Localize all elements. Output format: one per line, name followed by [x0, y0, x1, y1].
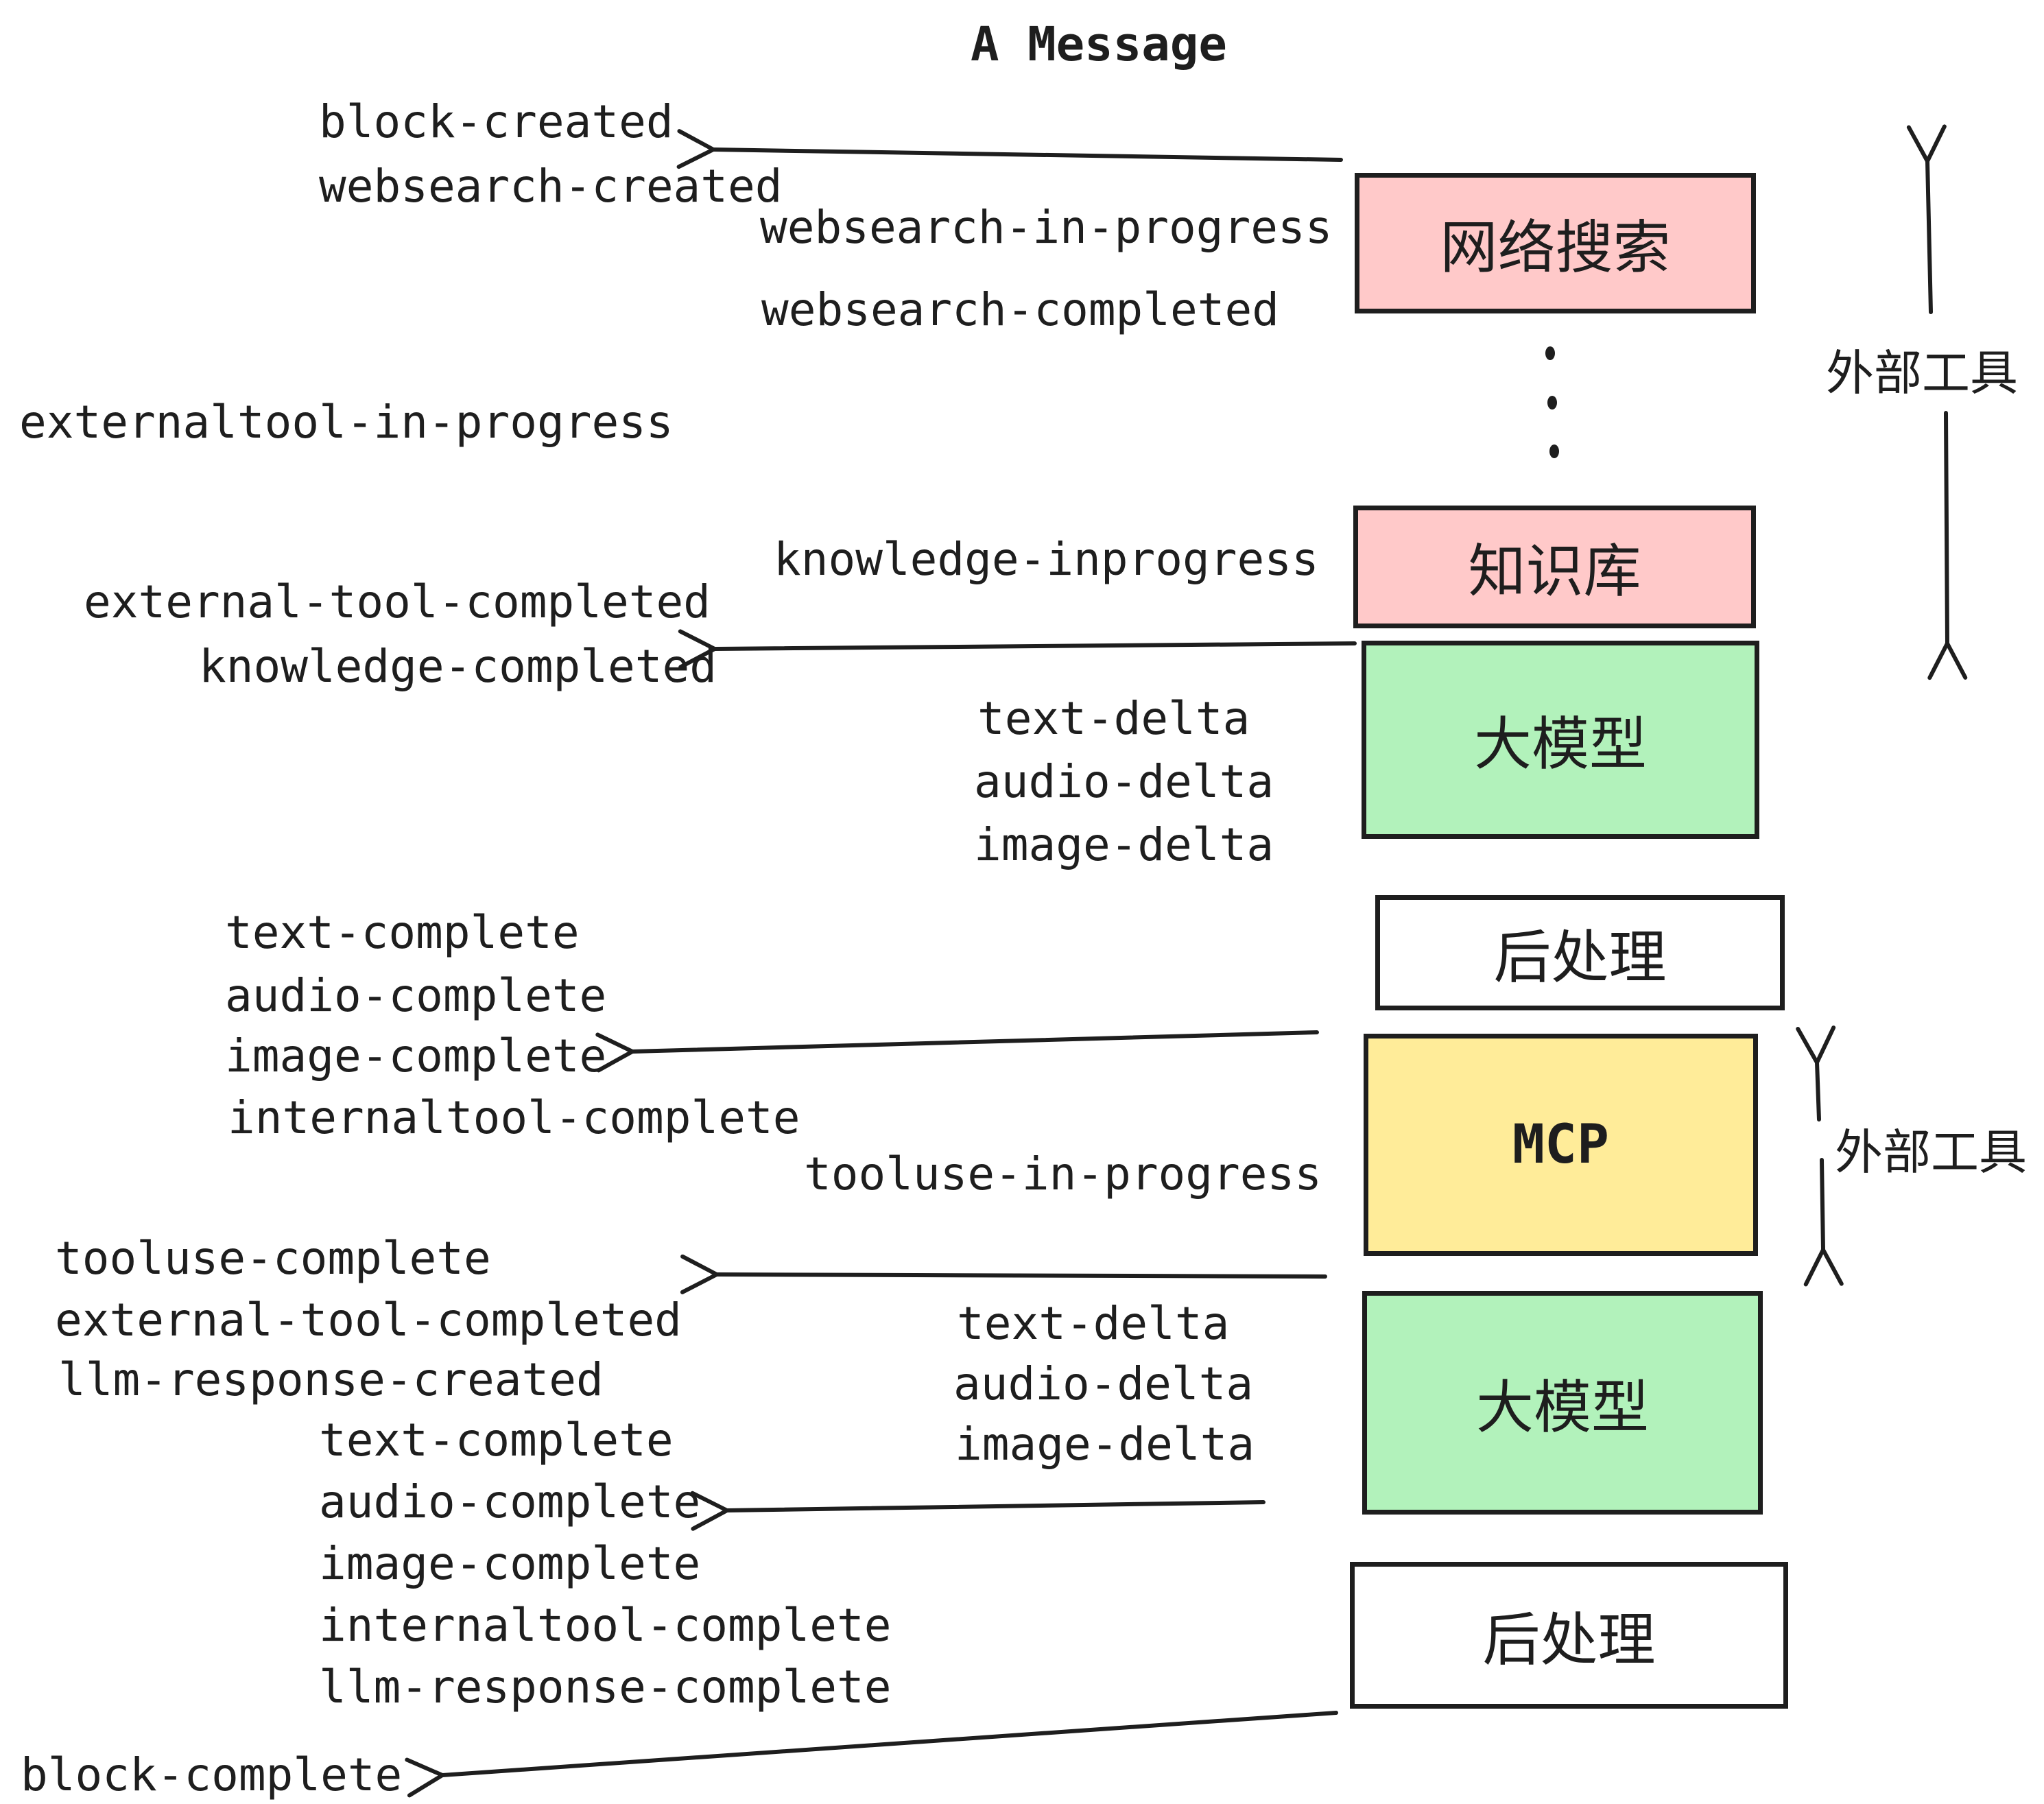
label-image-complete-2: image-complete [319, 1537, 701, 1590]
label-audio-complete-2: audio-complete [319, 1475, 701, 1528]
box-mcp-label: MCP [1512, 1114, 1609, 1176]
arrow-external-tools-bottom-up [1796, 1025, 1836, 1121]
label-text-delta-1: text-delta [977, 692, 1250, 745]
label-internaltool-complete-1: internaltool-complete [228, 1091, 800, 1144]
box-knowledge: 知识库 [1353, 506, 1756, 628]
box-postprocess-1: 后处理 [1375, 895, 1785, 1010]
arrow-to-block-complete [405, 1711, 1338, 1798]
ellipsis-dot [1547, 396, 1557, 410]
label-knowledge-completed: knowledge-completed [199, 640, 717, 693]
box-llm-1-label: 大模型 [1473, 711, 1647, 778]
arrow-external-tools-top-down [1927, 411, 1968, 680]
label-image-complete-1: image-complete [225, 1030, 607, 1082]
arrow-to-audio-complete [690, 1491, 1265, 1531]
label-block-complete: block-complete [21, 1748, 403, 1801]
label-websearch-completed: websearch-completed [761, 283, 1279, 336]
arrow-external-tools-top-up [1906, 124, 1947, 314]
label-knowledge-inprogress: knowledge-inprogress [774, 533, 1319, 586]
label-audio-complete-1: audio-complete [225, 969, 607, 1022]
box-llm-1: 大模型 [1362, 641, 1759, 839]
label-external-tools-bottom: 外部工具 [1835, 1124, 2027, 1180]
label-websearch-in-progress: websearch-in-progress [760, 201, 1333, 254]
label-tooluse-in-progress: tooluse-in-progress [804, 1148, 1322, 1200]
label-tooluse-complete: tooluse-complete [55, 1232, 491, 1285]
arrow-to-image-complete [595, 1030, 1319, 1073]
box-websearch-label: 网络搜索 [1440, 214, 1671, 281]
label-image-delta-1: image-delta [974, 818, 1274, 871]
arrow-external-tools-bottom-down [1803, 1158, 1844, 1287]
label-image-delta-2: image-delta [955, 1418, 1255, 1471]
label-audio-delta-2: audio-delta [953, 1357, 1254, 1410]
label-text-delta-2: text-delta [957, 1297, 1230, 1350]
label-internaltool-complete-2: internaltool-complete [319, 1599, 892, 1652]
box-websearch: 网络搜索 [1355, 173, 1756, 313]
ellipsis-dot [1549, 444, 1559, 458]
label-text-complete-2: text-complete [319, 1414, 674, 1467]
label-block-created: block-created [319, 95, 674, 148]
label-external-tool-completed-1: external-tool-completed [84, 575, 711, 628]
box-knowledge-label: 知识库 [1468, 538, 1641, 605]
arrow-to-tooluse-complete [680, 1254, 1327, 1294]
box-postprocess-2-label: 后处理 [1482, 1606, 1656, 1674]
page-title: A Message [971, 17, 1227, 72]
box-postprocess-1-label: 后处理 [1493, 923, 1667, 991]
arrow-to-knowledge-completed [678, 629, 1357, 669]
arrow-to-block-created [676, 129, 1343, 169]
box-mcp: MCP [1364, 1034, 1758, 1256]
box-postprocess-2: 后处理 [1350, 1562, 1788, 1709]
label-external-tool-completed-2: external-tool-completed [55, 1294, 682, 1346]
label-llm-response-created: llm-response-created [58, 1353, 604, 1406]
label-websearch-created: websearch-created [319, 160, 783, 213]
label-audio-delta-1: audio-delta [974, 755, 1274, 808]
label-external-tools-top: 外部工具 [1826, 345, 2018, 401]
label-llm-response-complete: llm-response-complete [319, 1661, 892, 1713]
ellipsis-dot [1545, 346, 1555, 360]
label-text-complete-1: text-complete [225, 906, 580, 959]
box-llm-2: 大模型 [1362, 1291, 1763, 1515]
box-llm-2-label: 大模型 [1475, 1373, 1649, 1441]
label-externaltool-in-progress: externaltool-in-progress [19, 396, 674, 449]
